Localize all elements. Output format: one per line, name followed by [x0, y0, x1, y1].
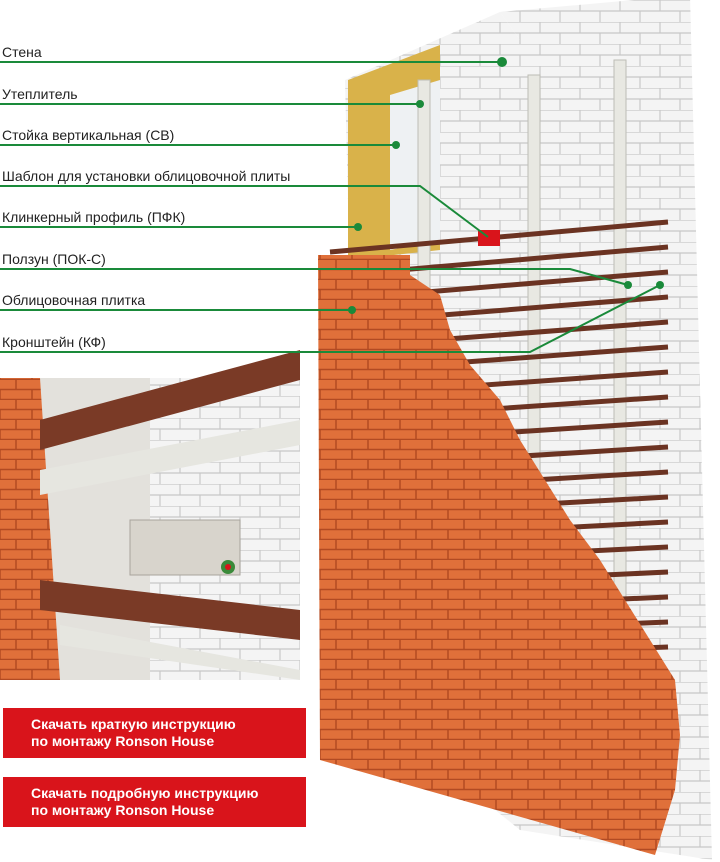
facing-tiles: [318, 255, 680, 855]
label-vertical-rail: Стойка вертикальная (СВ): [2, 127, 175, 143]
inset-photo: [0, 350, 300, 680]
label-template: Шаблон для установки облицовочной плиты: [2, 168, 291, 184]
download-detailed-instructions-button[interactable]: Скачать подробную инструкцию по монтажу …: [3, 777, 306, 827]
download-short-instructions-button[interactable]: Скачать краткую инструкцию по монтажу Ro…: [3, 708, 306, 758]
leader-lines: [0, 61, 661, 353]
label-slider: Ползун (ПОК-С): [2, 251, 106, 267]
label-bracket: Кронштейн (КФ): [2, 334, 106, 350]
button-line: по монтажу Ronson House: [31, 802, 215, 818]
button-line: Скачать краткую инструкцию: [31, 716, 236, 732]
button-line: Скачать подробную инструкцию: [31, 785, 259, 801]
label-insulation: Утеплитель: [2, 86, 78, 102]
label-facing-tile: Облицовочная плитка: [2, 292, 146, 308]
label-clinker-profile: Клинкерный профиль (ПФК): [2, 209, 186, 225]
label-wall: Стена: [2, 44, 42, 60]
button-line: по монтажу Ronson House: [31, 733, 215, 749]
